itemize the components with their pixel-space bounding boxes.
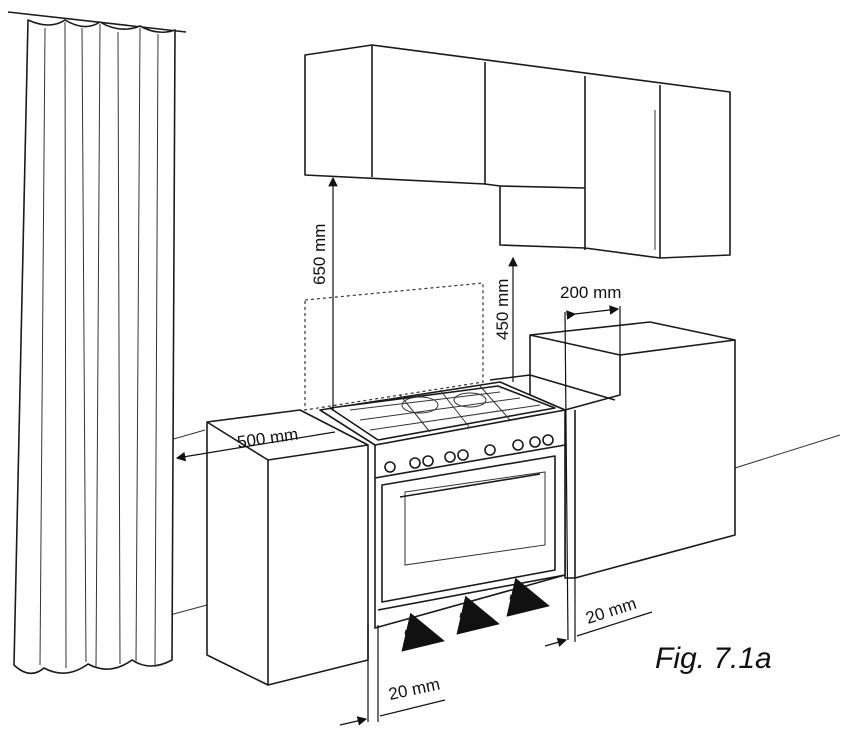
label-650mm: 650 mm — [310, 224, 329, 285]
airflow-arrows — [401, 577, 550, 652]
wall-cabinets — [304, 44, 731, 259]
dimension-lines — [175, 176, 653, 726]
control-knobs — [384, 434, 554, 473]
label-right-gap: 20 mm — [583, 594, 638, 628]
backsplash-outline — [304, 282, 484, 411]
cooker — [319, 381, 566, 629]
label-200mm: 200 mm — [560, 283, 621, 302]
left-cabinet — [206, 409, 369, 686]
label-450mm: 450 mm — [493, 279, 512, 340]
curtain — [7, 11, 187, 675]
figure-caption: Fig. 7.1a — [655, 642, 772, 675]
label-left-gap: 20 mm — [387, 675, 442, 704]
